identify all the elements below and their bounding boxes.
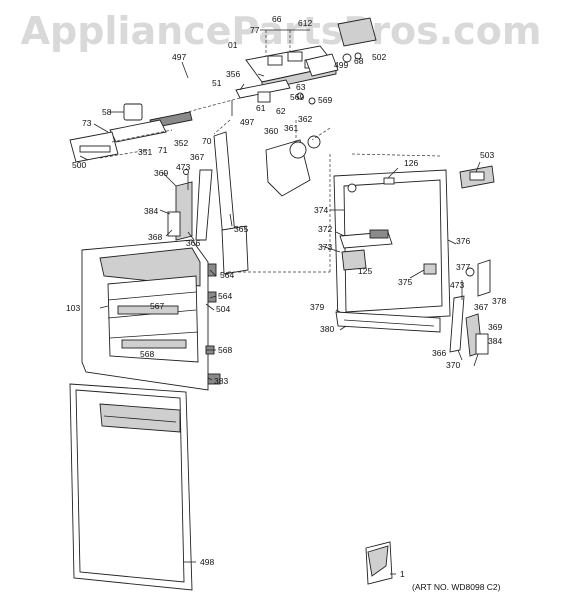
art-number: (ART NO. WD8098 C2) xyxy=(412,582,501,592)
callout-379: 379 xyxy=(310,302,324,312)
callout-499: 499 xyxy=(334,60,348,70)
callout-384a: 384 xyxy=(144,206,158,216)
callout-498: 498 xyxy=(200,557,214,567)
callout-473a: 473 xyxy=(176,162,190,172)
callout-352: 352 xyxy=(174,138,188,148)
callout-373: 373 xyxy=(318,242,332,252)
callout-360: 360 xyxy=(264,126,278,136)
callout-356: 356 xyxy=(226,69,240,79)
callout-62: 62 xyxy=(276,106,286,116)
callout-362: 362 xyxy=(298,114,312,124)
callout-77: 77 xyxy=(250,25,260,35)
callout-leaders xyxy=(79,61,481,575)
callout-63: 63 xyxy=(296,82,306,92)
callout-473b: 473 xyxy=(450,280,464,290)
callout-497b: 497 xyxy=(240,117,254,127)
callout-369a: 369 xyxy=(154,168,168,178)
callout-61: 61 xyxy=(256,103,266,113)
hinge-left-assembly xyxy=(167,169,193,241)
hinge-right-assembly xyxy=(449,259,491,357)
callout-568b: 568 xyxy=(218,345,232,355)
tub-frame-assembly xyxy=(333,165,495,333)
callout-504: 504 xyxy=(216,304,230,314)
watermark: AppliancePartsPros.com xyxy=(20,9,542,53)
callout-370: 370 xyxy=(446,360,460,370)
callout-366b: 366 xyxy=(432,348,446,358)
callout-612: 612 xyxy=(298,18,312,28)
callout-125: 125 xyxy=(358,266,372,276)
callout-567: 567 xyxy=(150,301,164,311)
callout-569a: 569 xyxy=(290,92,304,102)
inner-door-panel xyxy=(81,239,221,391)
callout-568a: 568 xyxy=(140,349,154,359)
callout-70: 70 xyxy=(202,136,212,146)
callout-374: 374 xyxy=(314,205,328,215)
callout-384b: 384 xyxy=(488,336,502,346)
control-board-assembly xyxy=(245,17,377,91)
callout-365: 365 xyxy=(234,224,248,234)
callout-378: 378 xyxy=(492,296,506,306)
callout-361: 361 xyxy=(284,123,298,133)
callout-497a: 497 xyxy=(172,52,186,62)
assembly-leader-lines xyxy=(202,119,441,273)
callout-503: 503 xyxy=(480,150,494,160)
callout-71: 71 xyxy=(158,145,168,155)
callout-564b: 564 xyxy=(218,291,232,301)
control-panel-assembly xyxy=(69,103,193,163)
callout-502: 502 xyxy=(372,52,386,62)
callout-564a: 564 xyxy=(220,270,234,280)
callout-383: 383 xyxy=(214,376,228,386)
callout-103: 103 xyxy=(66,303,80,313)
callout-351: 351 xyxy=(138,147,152,157)
callout-1: 1 xyxy=(400,569,405,579)
callout-380: 380 xyxy=(320,324,334,334)
callout-68: 68 xyxy=(354,56,364,66)
callout-500: 500 xyxy=(72,160,86,170)
owner-manual-icon xyxy=(365,541,393,585)
callout-377: 377 xyxy=(456,262,470,272)
callout-01: 01 xyxy=(228,40,238,50)
outer-door-panel xyxy=(69,383,193,591)
callout-126: 126 xyxy=(404,158,418,168)
callout-375: 375 xyxy=(398,277,412,287)
callout-73: 73 xyxy=(82,118,92,128)
callout-58: 58 xyxy=(102,107,112,117)
callout-367a: 367 xyxy=(190,152,204,162)
callout-66: 66 xyxy=(272,14,282,24)
callout-366a: 366 xyxy=(186,238,200,248)
callout-372: 372 xyxy=(318,224,332,234)
callout-368: 368 xyxy=(148,232,162,242)
callout-367b: 367 xyxy=(474,302,488,312)
callout-51: 51 xyxy=(212,78,222,88)
callout-569b: 569 xyxy=(318,95,332,105)
latch-rod-365 xyxy=(195,131,249,275)
part-callouts: 66 612 77 01 497 499 68 502 356 51 63 56… xyxy=(66,14,506,592)
callout-369b: 369 xyxy=(488,322,502,332)
callout-376: 376 xyxy=(456,236,470,246)
vent-fan-assembly xyxy=(265,120,331,197)
